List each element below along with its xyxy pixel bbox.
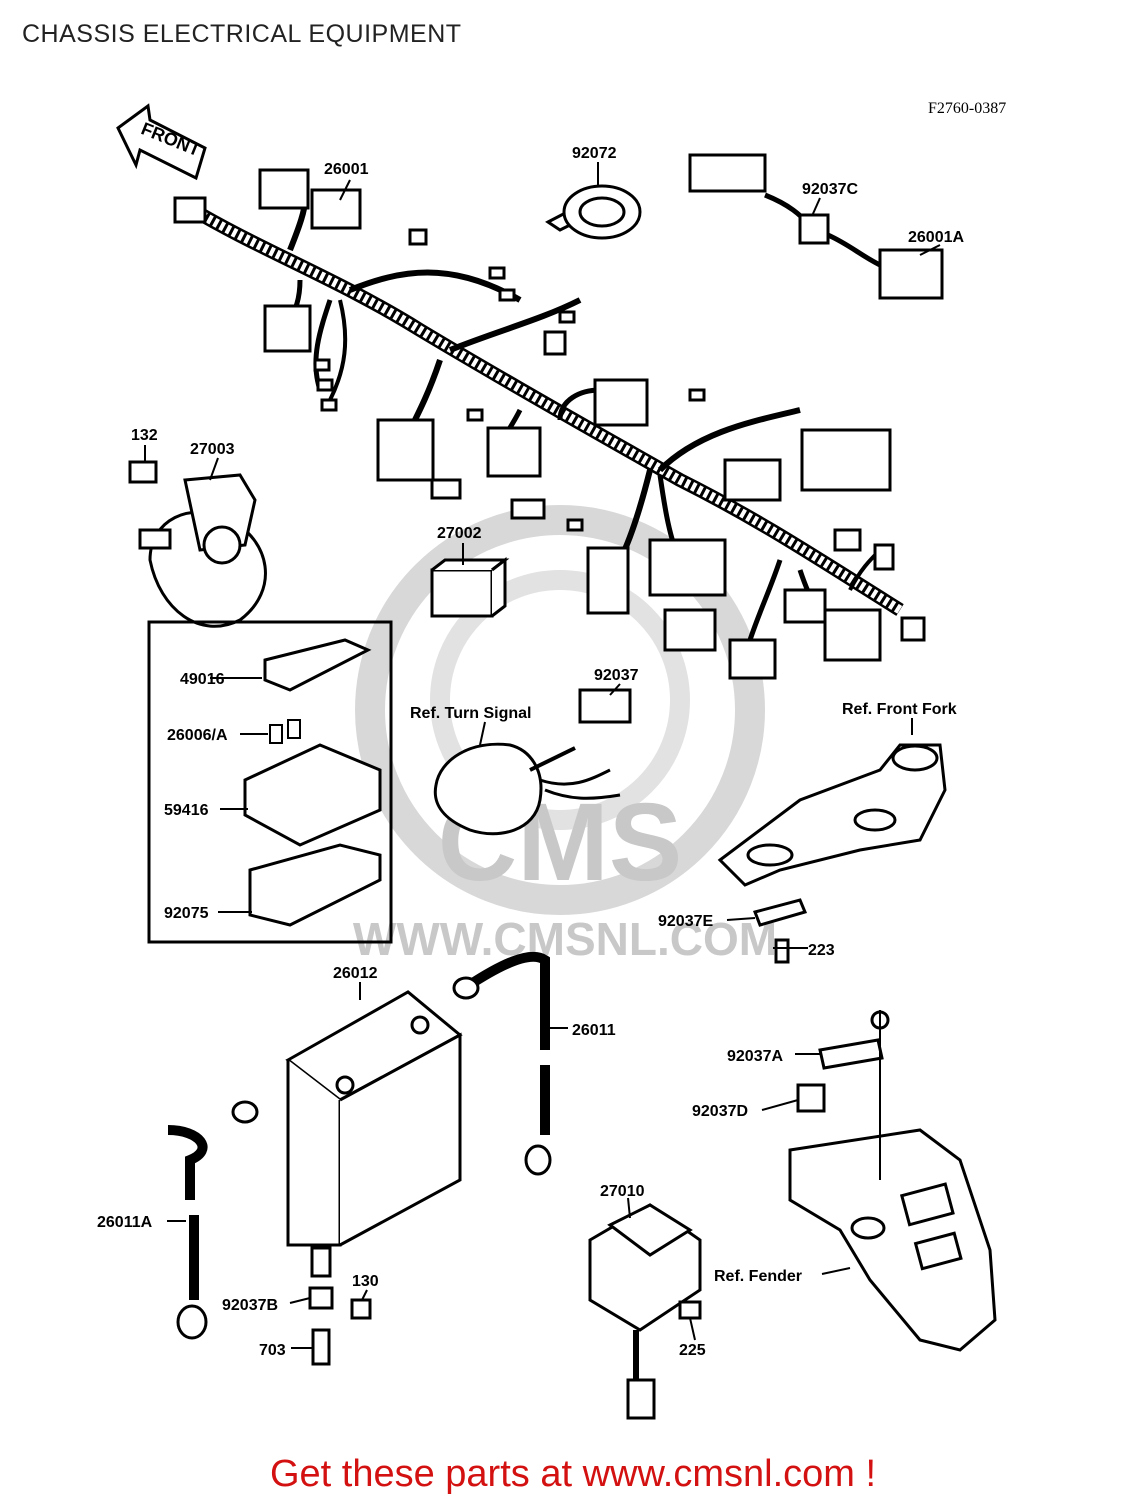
label-26006A: 26006/A [167,727,228,744]
part-26012-battery [285,990,463,1366]
label-92075: 92075 [164,905,209,922]
part-labels: 26001 92072 92037C 26001A 132 27003 2700… [97,145,964,1359]
label-225: 225 [679,1342,706,1359]
page-title: CHASSIS ELECTRICAL EQUIPMENT [22,20,462,48]
part-26001A-subharness [688,153,944,300]
front-arrow-icon: FRONT [116,103,207,181]
part-26011A-cable [167,1100,259,1340]
label-92072: 92072 [572,145,617,162]
label-132: 132 [131,427,158,444]
ref-fender-part [788,1010,997,1352]
leader-lines [144,162,941,1349]
ref-front-fork-part [717,743,947,964]
label-92037: 92037 [594,667,639,684]
label-26001A: 26001A [908,229,964,246]
parts-diagram: CMS WWW.CMSNL.COM FRONT [97,103,997,1420]
figure-code: F2760-0387 [928,100,1007,117]
label-92037A: 92037A [727,1048,783,1065]
part-27002-relay [430,556,510,618]
label-ref-front-fork: Ref. Front Fork [842,701,957,718]
label-ref-turn-signal: Ref. Turn Signal [410,705,531,722]
watermark-url: WWW.CMSNL.COM [353,913,777,965]
label-130: 130 [352,1273,379,1290]
label-92037E: 92037E [658,913,713,930]
label-223: 223 [808,942,835,959]
label-92037B: 92037B [222,1297,278,1314]
label-703: 703 [259,1342,286,1359]
part-27010-unit [588,1203,702,1420]
part-26011-cable [452,951,552,1176]
fuse-box-group [147,620,393,944]
ref-turn-signal-part [433,688,632,836]
watermark: CMS WWW.CMSNL.COM [353,505,777,965]
label-92037D: 92037D [692,1103,748,1120]
label-ref-fender: Ref. Fender [714,1268,802,1285]
label-49016: 49016 [180,671,225,688]
label-26011A: 26011A [97,1214,153,1231]
label-27003: 27003 [190,441,235,458]
label-92037C: 92037C [802,181,858,198]
label-27010: 27010 [600,1183,645,1200]
part-27003-horn [128,460,267,628]
label-26011: 26011 [572,1022,616,1039]
label-27002: 27002 [437,525,482,542]
label-26012: 26012 [333,965,378,982]
label-59416: 59416 [164,802,209,819]
harness-connectors [173,168,926,680]
label-26001: 26001 [324,161,369,178]
part-92072-clamp [545,184,642,240]
footer-cta-link[interactable]: Get these parts at www.cmsnl.com ! [269,1453,877,1495]
